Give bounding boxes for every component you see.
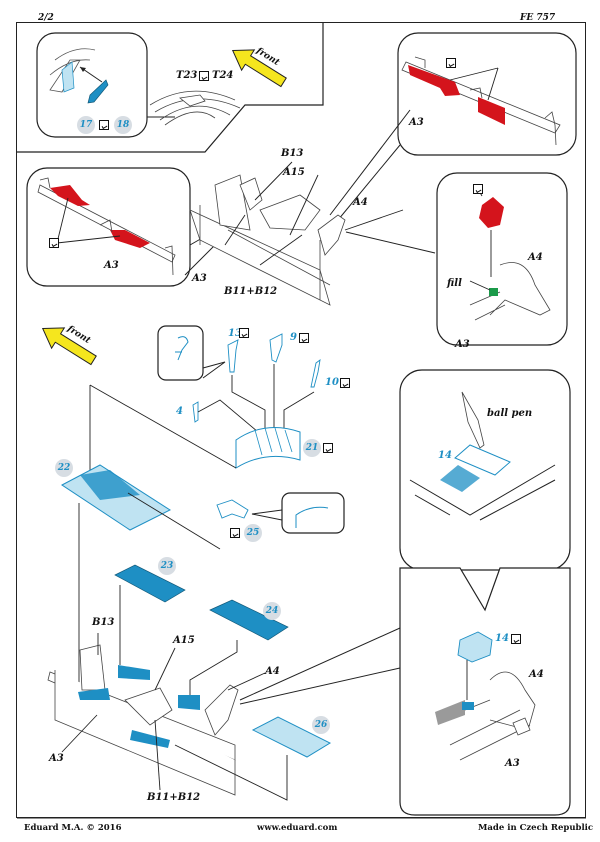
panel-part-24 [209, 599, 289, 641]
mirror-pair-icon [99, 120, 109, 130]
paint-fill-icon [49, 238, 59, 248]
bend-icon [511, 634, 521, 644]
part-25-shape [216, 499, 249, 519]
part-number-10: 10 [325, 377, 339, 388]
lever-13 [227, 339, 239, 373]
label-a3-fill-inset: A3 [455, 339, 470, 350]
bend-icon [230, 528, 240, 538]
label-a4-bottom: A4 [265, 666, 280, 677]
blue-placement [118, 665, 150, 680]
part-number-21: 21 [303, 439, 321, 457]
label-ball-pen: ball pen [487, 408, 533, 419]
red-paint-area [408, 65, 460, 96]
page-number: 2/2 [38, 13, 54, 23]
inset-panel-17-18 [36, 32, 148, 138]
red-paint-area [50, 185, 90, 206]
part-number-18: 18 [114, 116, 132, 134]
label-t23: T23 [176, 70, 198, 81]
lever-10 [310, 358, 321, 388]
mirror-pair-icon [199, 71, 209, 81]
top-section-divider [17, 22, 324, 153]
label-a3-bottom-inset: A3 [505, 758, 520, 769]
part-14-flat [454, 444, 511, 476]
part-number-26: 26 [312, 716, 330, 734]
bend-icon [299, 333, 309, 343]
red-paint-area [110, 230, 150, 248]
part-number-14-ballpen: 14 [438, 450, 452, 461]
part-number-4: 4 [176, 406, 183, 417]
throttle-quadrant-21 [235, 427, 301, 469]
paint-brush-icon [446, 58, 456, 68]
label-b11-b12-mid: B11+B12 [224, 286, 278, 297]
label-b13-bottom: B13 [92, 617, 115, 628]
inset-panel-a4-bottom [399, 567, 571, 816]
part-number-25: 25 [244, 524, 262, 542]
cockpit-tub-mid [189, 174, 346, 306]
part-number-24: 24 [263, 602, 281, 620]
product-code: FE 757 [520, 13, 556, 23]
panel-part-23 [114, 564, 186, 603]
blue-placement [130, 730, 170, 748]
lever-9 [269, 333, 283, 363]
blue-placement [178, 695, 200, 710]
part-number-22: 22 [55, 459, 73, 477]
label-a4-mid: A4 [353, 197, 368, 208]
label-a3-mid: A3 [192, 273, 207, 284]
part-number-23: 23 [158, 557, 176, 575]
part-number-13: 13 [228, 328, 242, 339]
label-a3-top-inset: A3 [409, 117, 424, 128]
part-number-9: 9 [290, 332, 297, 343]
label-fill: fill [447, 278, 462, 289]
bend-icon [340, 378, 350, 388]
part-number-17: 17 [77, 116, 95, 134]
blue-placement [78, 688, 110, 700]
bend-icon [239, 328, 249, 338]
front-arrow-top [231, 49, 287, 88]
label-a15-mid: A15 [283, 167, 305, 178]
green-fill-area [489, 288, 498, 296]
inset-panel-25 [281, 492, 345, 534]
bend-icon [323, 443, 333, 453]
part-17-18-shape [87, 79, 109, 104]
label-b11-b12-bottom: B11+B12 [147, 792, 201, 803]
footer-copyright: Eduard M.A. © 2016 [24, 823, 122, 833]
label-a15-bottom: A15 [173, 635, 195, 646]
panel-part-26 [251, 716, 332, 758]
cockpit-tub-bottom [47, 644, 239, 796]
red-paint-area [479, 197, 504, 228]
label-t24: T24 [212, 70, 234, 81]
paint-decal-icon [473, 184, 483, 194]
lever-4 [192, 401, 199, 423]
label-a4-bottom-inset: A4 [529, 669, 544, 680]
label-b13-mid: B13 [281, 148, 304, 159]
front-arrow-mid [41, 327, 97, 366]
part-14-box [457, 631, 493, 663]
inset-panel-fill [436, 172, 568, 346]
blue-placement [462, 702, 474, 710]
label-a4-fill-inset: A4 [528, 252, 543, 263]
inset-panel-a3-top [397, 32, 577, 156]
label-a3-left-inset: A3 [104, 260, 119, 271]
footer-origin: Made in Czech Republic [478, 823, 594, 833]
footer-website: www.eduard.com [257, 823, 338, 833]
label-a3-bottom: A3 [49, 753, 64, 764]
red-paint-area [478, 97, 505, 125]
part-number-14-bottom: 14 [495, 633, 509, 644]
